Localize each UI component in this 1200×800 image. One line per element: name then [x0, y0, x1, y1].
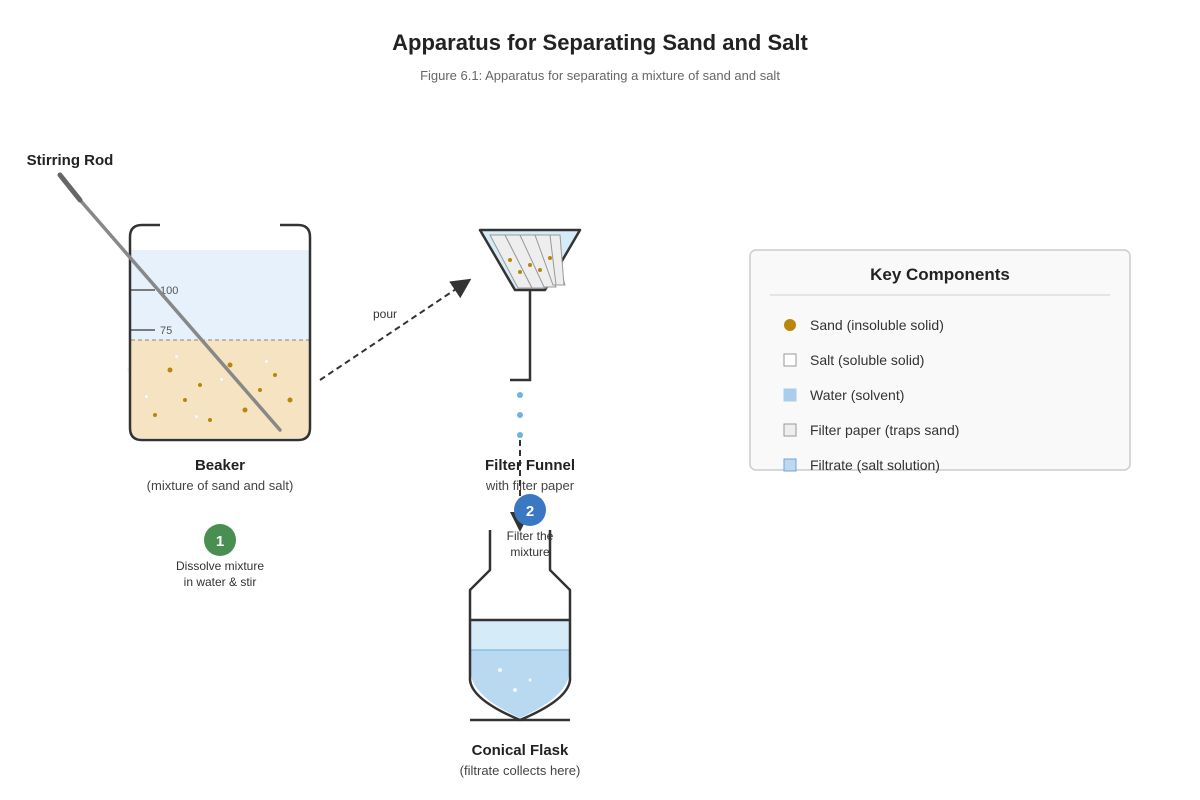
sand-particle	[227, 362, 233, 368]
legend-item-label: Sand (insoluble solid)	[810, 317, 944, 333]
trapped-sand-particle	[528, 263, 532, 267]
pour-arrow-line	[319, 278, 472, 381]
step-2-line1: Filter the	[507, 529, 554, 543]
drip	[517, 392, 523, 398]
sand-particle	[153, 413, 157, 417]
filtrate-drips	[517, 392, 523, 438]
dissolved-salt-particle	[528, 678, 532, 682]
trapped-sand-particle	[518, 270, 522, 274]
filter-paper-fold	[519, 234, 557, 288]
dissolved-salt-particle	[513, 688, 517, 692]
conical-flask	[468, 530, 572, 722]
water-square-icon	[783, 388, 797, 402]
dissolved-salt	[498, 668, 532, 692]
legend-item-label: Water (solvent)	[810, 387, 904, 403]
filtrate-square-icon	[783, 458, 797, 472]
dissolved-salt-particle	[498, 668, 502, 672]
funnel-description: with filter paper	[485, 478, 575, 493]
drip	[517, 412, 523, 418]
flask-filtrate	[471, 650, 569, 718]
flask-upper-liquid	[471, 621, 569, 650]
drip	[517, 432, 523, 438]
step-1-badge	[204, 524, 236, 556]
step-2-badge	[514, 494, 546, 526]
beaker-mixture-layer	[131, 340, 309, 438]
step-2-number: 2	[526, 503, 534, 520]
stirring-rod-handle	[57, 172, 83, 203]
sand-particle	[198, 383, 202, 387]
flask-name: Conical Flask	[472, 742, 569, 759]
graduation-label-100: 100	[160, 285, 178, 297]
sand-particle	[242, 407, 248, 413]
filter-paper-fold	[504, 234, 547, 289]
step-1-line2: in water & stir	[184, 575, 257, 589]
filter-funnel	[478, 228, 582, 382]
sand-particles	[153, 362, 293, 422]
beaker-outline	[128, 223, 312, 442]
step-1: 1 Dissolve mixture in water & stir	[176, 524, 264, 589]
figure-caption: Figure 6.1: Apparatus for separating a m…	[420, 68, 780, 83]
step-1-line1: Dissolve mixture	[176, 559, 264, 573]
salt-crystal	[174, 354, 179, 359]
beaker-name: Beaker	[195, 457, 245, 474]
sand-particle	[183, 398, 187, 402]
beaker-water-layer	[131, 250, 309, 340]
funnel-name: Filter Funnel	[485, 457, 575, 474]
graduation-label-75: 75	[160, 325, 172, 337]
beaker-description: (mixture of sand and salt)	[147, 478, 294, 493]
page-title: Apparatus for Separating Sand and Salt	[392, 30, 808, 55]
filter-paper-square-icon	[783, 423, 797, 437]
step-2: 2 Filter the mixture	[507, 494, 554, 559]
sand-particle	[287, 397, 293, 403]
trapped-sand	[508, 256, 552, 274]
trapped-sand-particle	[508, 258, 512, 262]
salt-crystal	[194, 414, 199, 419]
salt-crystal	[144, 394, 149, 399]
legend-title: Key Components	[870, 265, 1010, 284]
sand-particle	[273, 373, 277, 377]
pour-label: pour	[373, 307, 397, 321]
sand-dot-icon	[784, 319, 796, 331]
legend-item-label: Salt (soluble solid)	[810, 352, 924, 368]
funnel-stem	[510, 290, 532, 382]
legend-item-label: Filter paper (traps sand)	[810, 422, 959, 438]
stirring-rod-shaft	[78, 198, 282, 432]
pour-arrow: pour	[319, 278, 472, 381]
salt-crystal	[264, 359, 269, 364]
sand-particle	[258, 388, 262, 392]
step-1-number: 1	[216, 533, 224, 550]
legend-item-label: Filtrate (salt solution)	[810, 457, 940, 473]
sand-particle	[167, 367, 173, 373]
step-2-line2: mixture	[510, 545, 550, 559]
trapped-sand-particle	[538, 268, 542, 272]
beaker: 100 75	[127, 223, 312, 442]
legend-box	[749, 249, 1131, 471]
sand-particle	[208, 418, 212, 422]
legend: Key Components Sand (insoluble solid) Sa…	[749, 249, 1131, 473]
stirring-rod	[57, 172, 282, 432]
trapped-sand-particle	[548, 256, 552, 260]
flask-description: (filtrate collects here)	[460, 763, 581, 778]
salt-crystal	[219, 377, 224, 382]
filter-paper-fold	[549, 234, 565, 286]
salt-square-icon	[783, 353, 797, 367]
stirring-rod-label: Stirring Rod	[27, 152, 114, 169]
